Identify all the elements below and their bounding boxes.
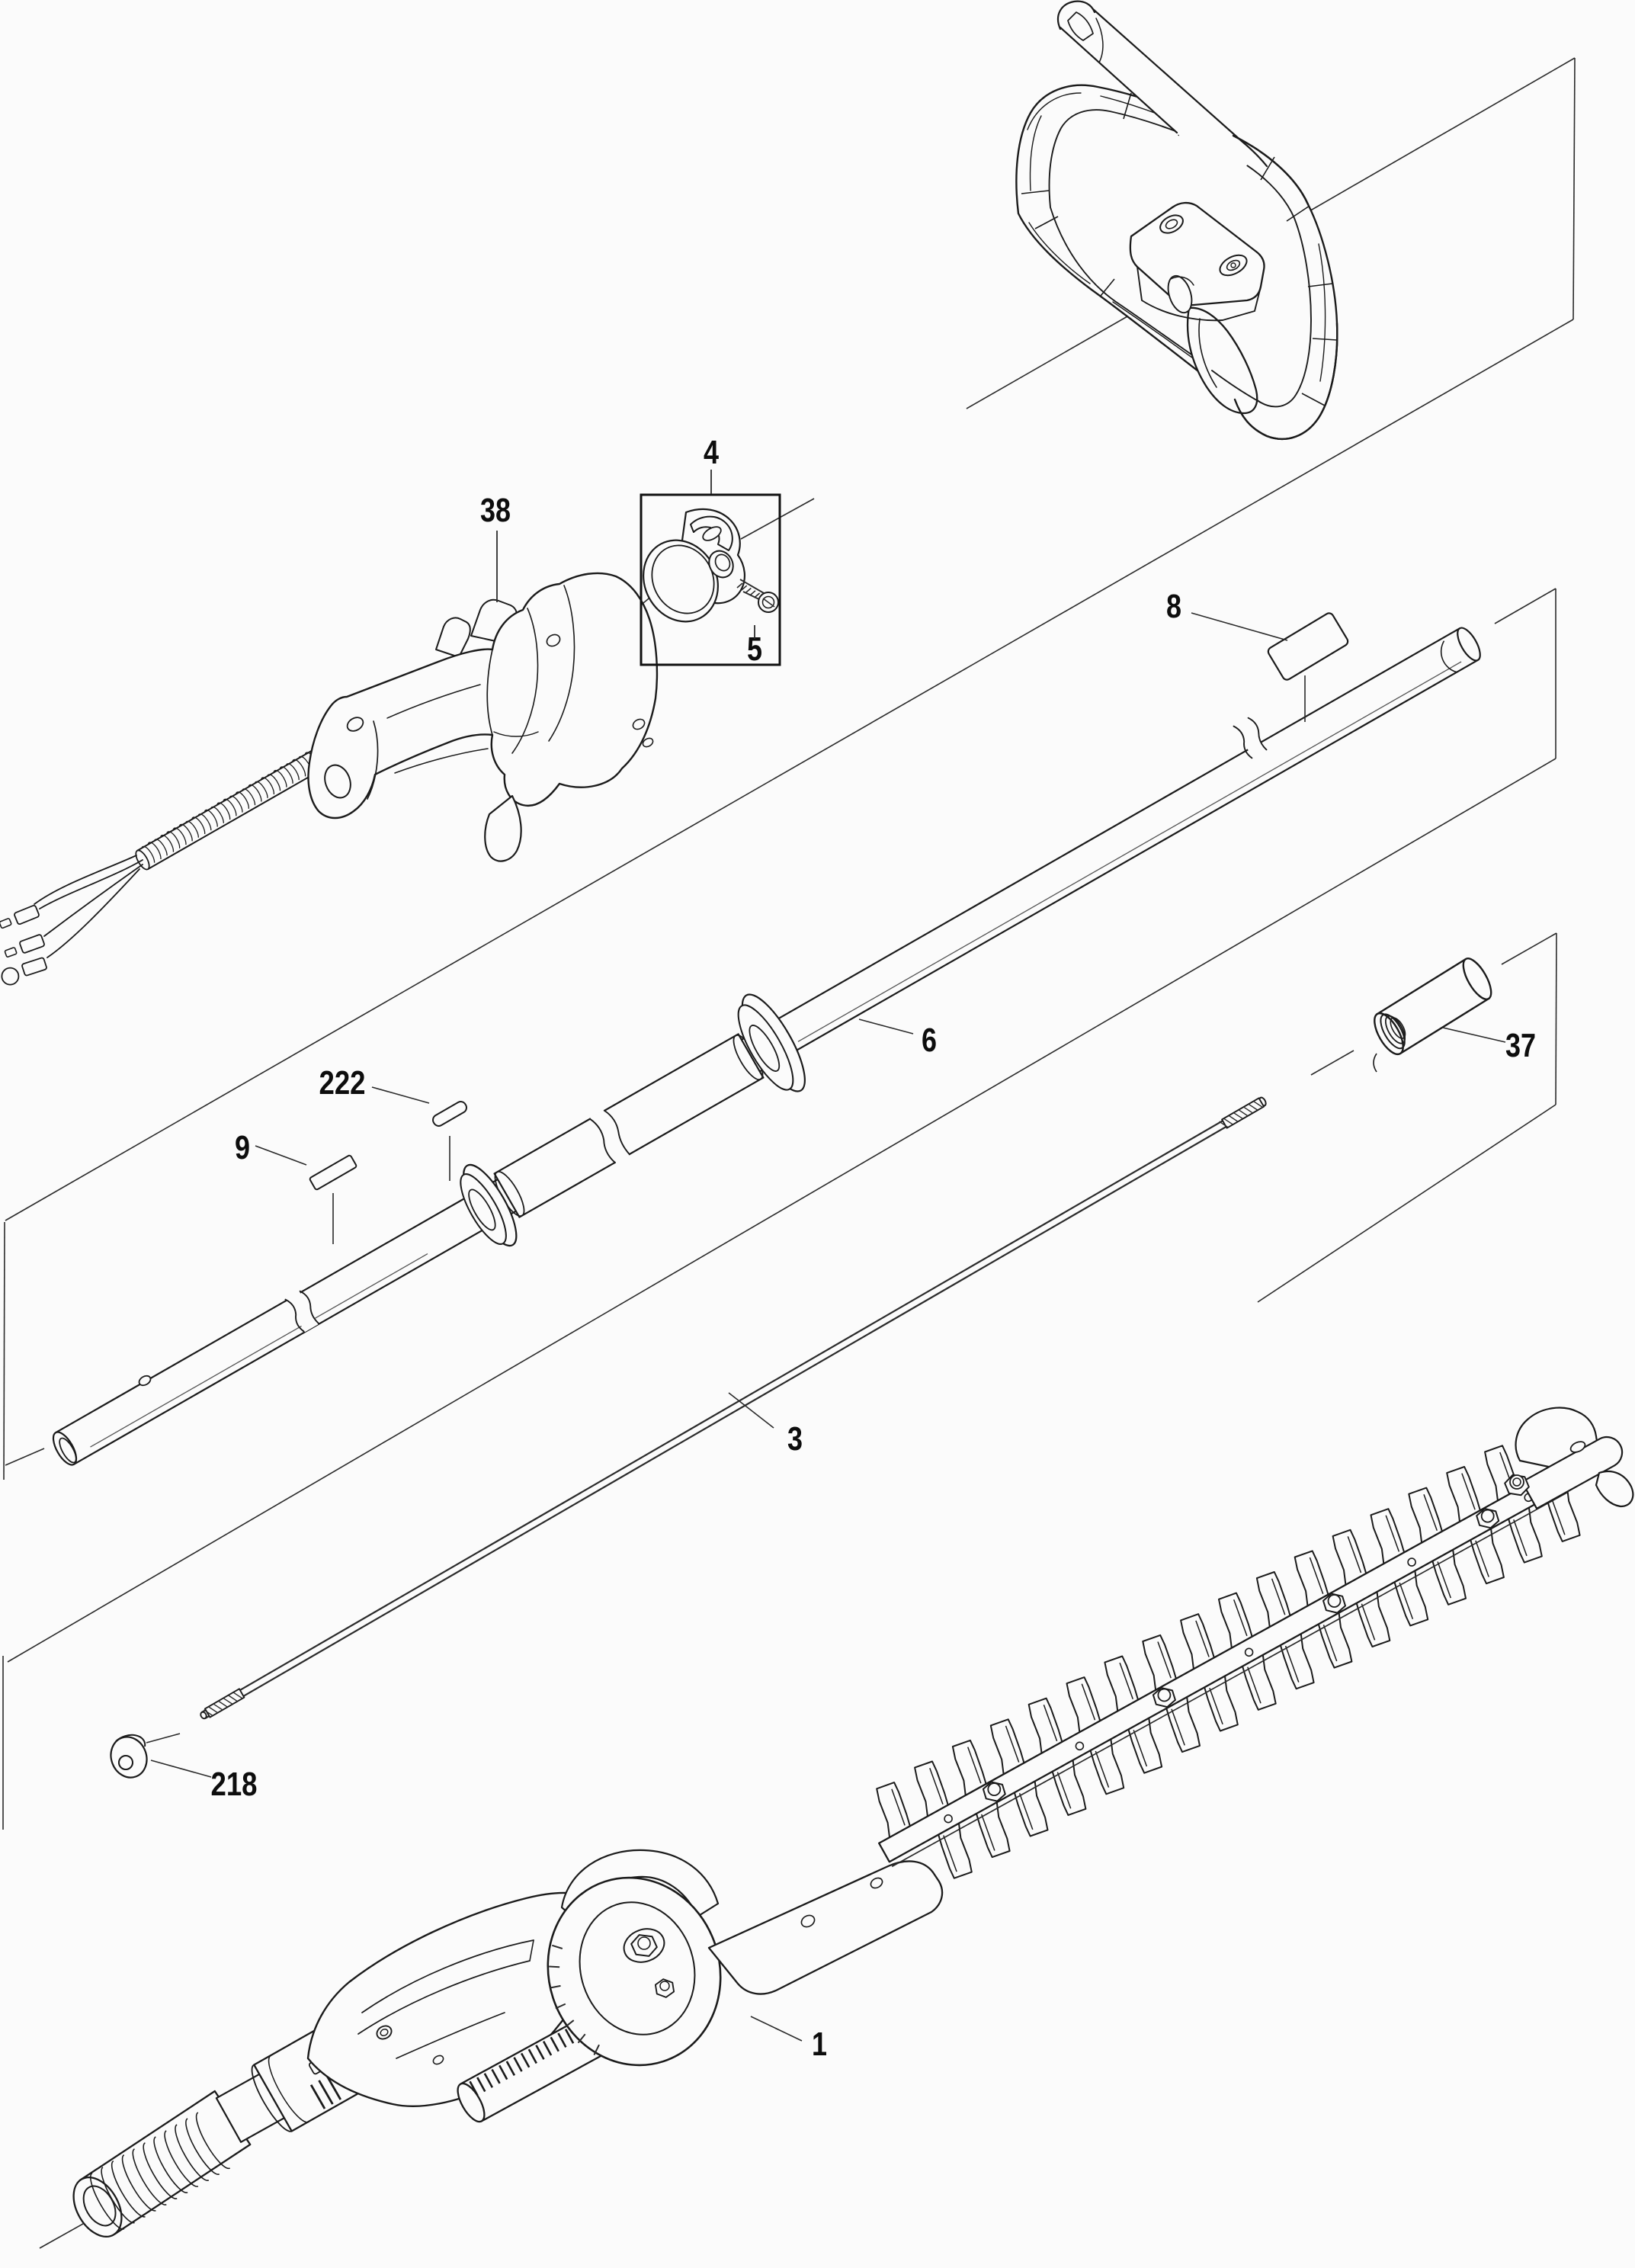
svg-text:218: 218 — [211, 1766, 258, 1803]
svg-text:4: 4 — [704, 434, 719, 471]
svg-text:6: 6 — [922, 1022, 937, 1059]
svg-text:5: 5 — [747, 630, 762, 668]
svg-text:222: 222 — [319, 1064, 366, 1102]
svg-text:3: 3 — [787, 1420, 803, 1458]
svg-text:38: 38 — [480, 492, 511, 529]
svg-text:37: 37 — [1505, 1027, 1536, 1064]
svg-text:9: 9 — [235, 1129, 250, 1166]
svg-text:8: 8 — [1166, 588, 1181, 625]
svg-text:1: 1 — [812, 2026, 827, 2063]
